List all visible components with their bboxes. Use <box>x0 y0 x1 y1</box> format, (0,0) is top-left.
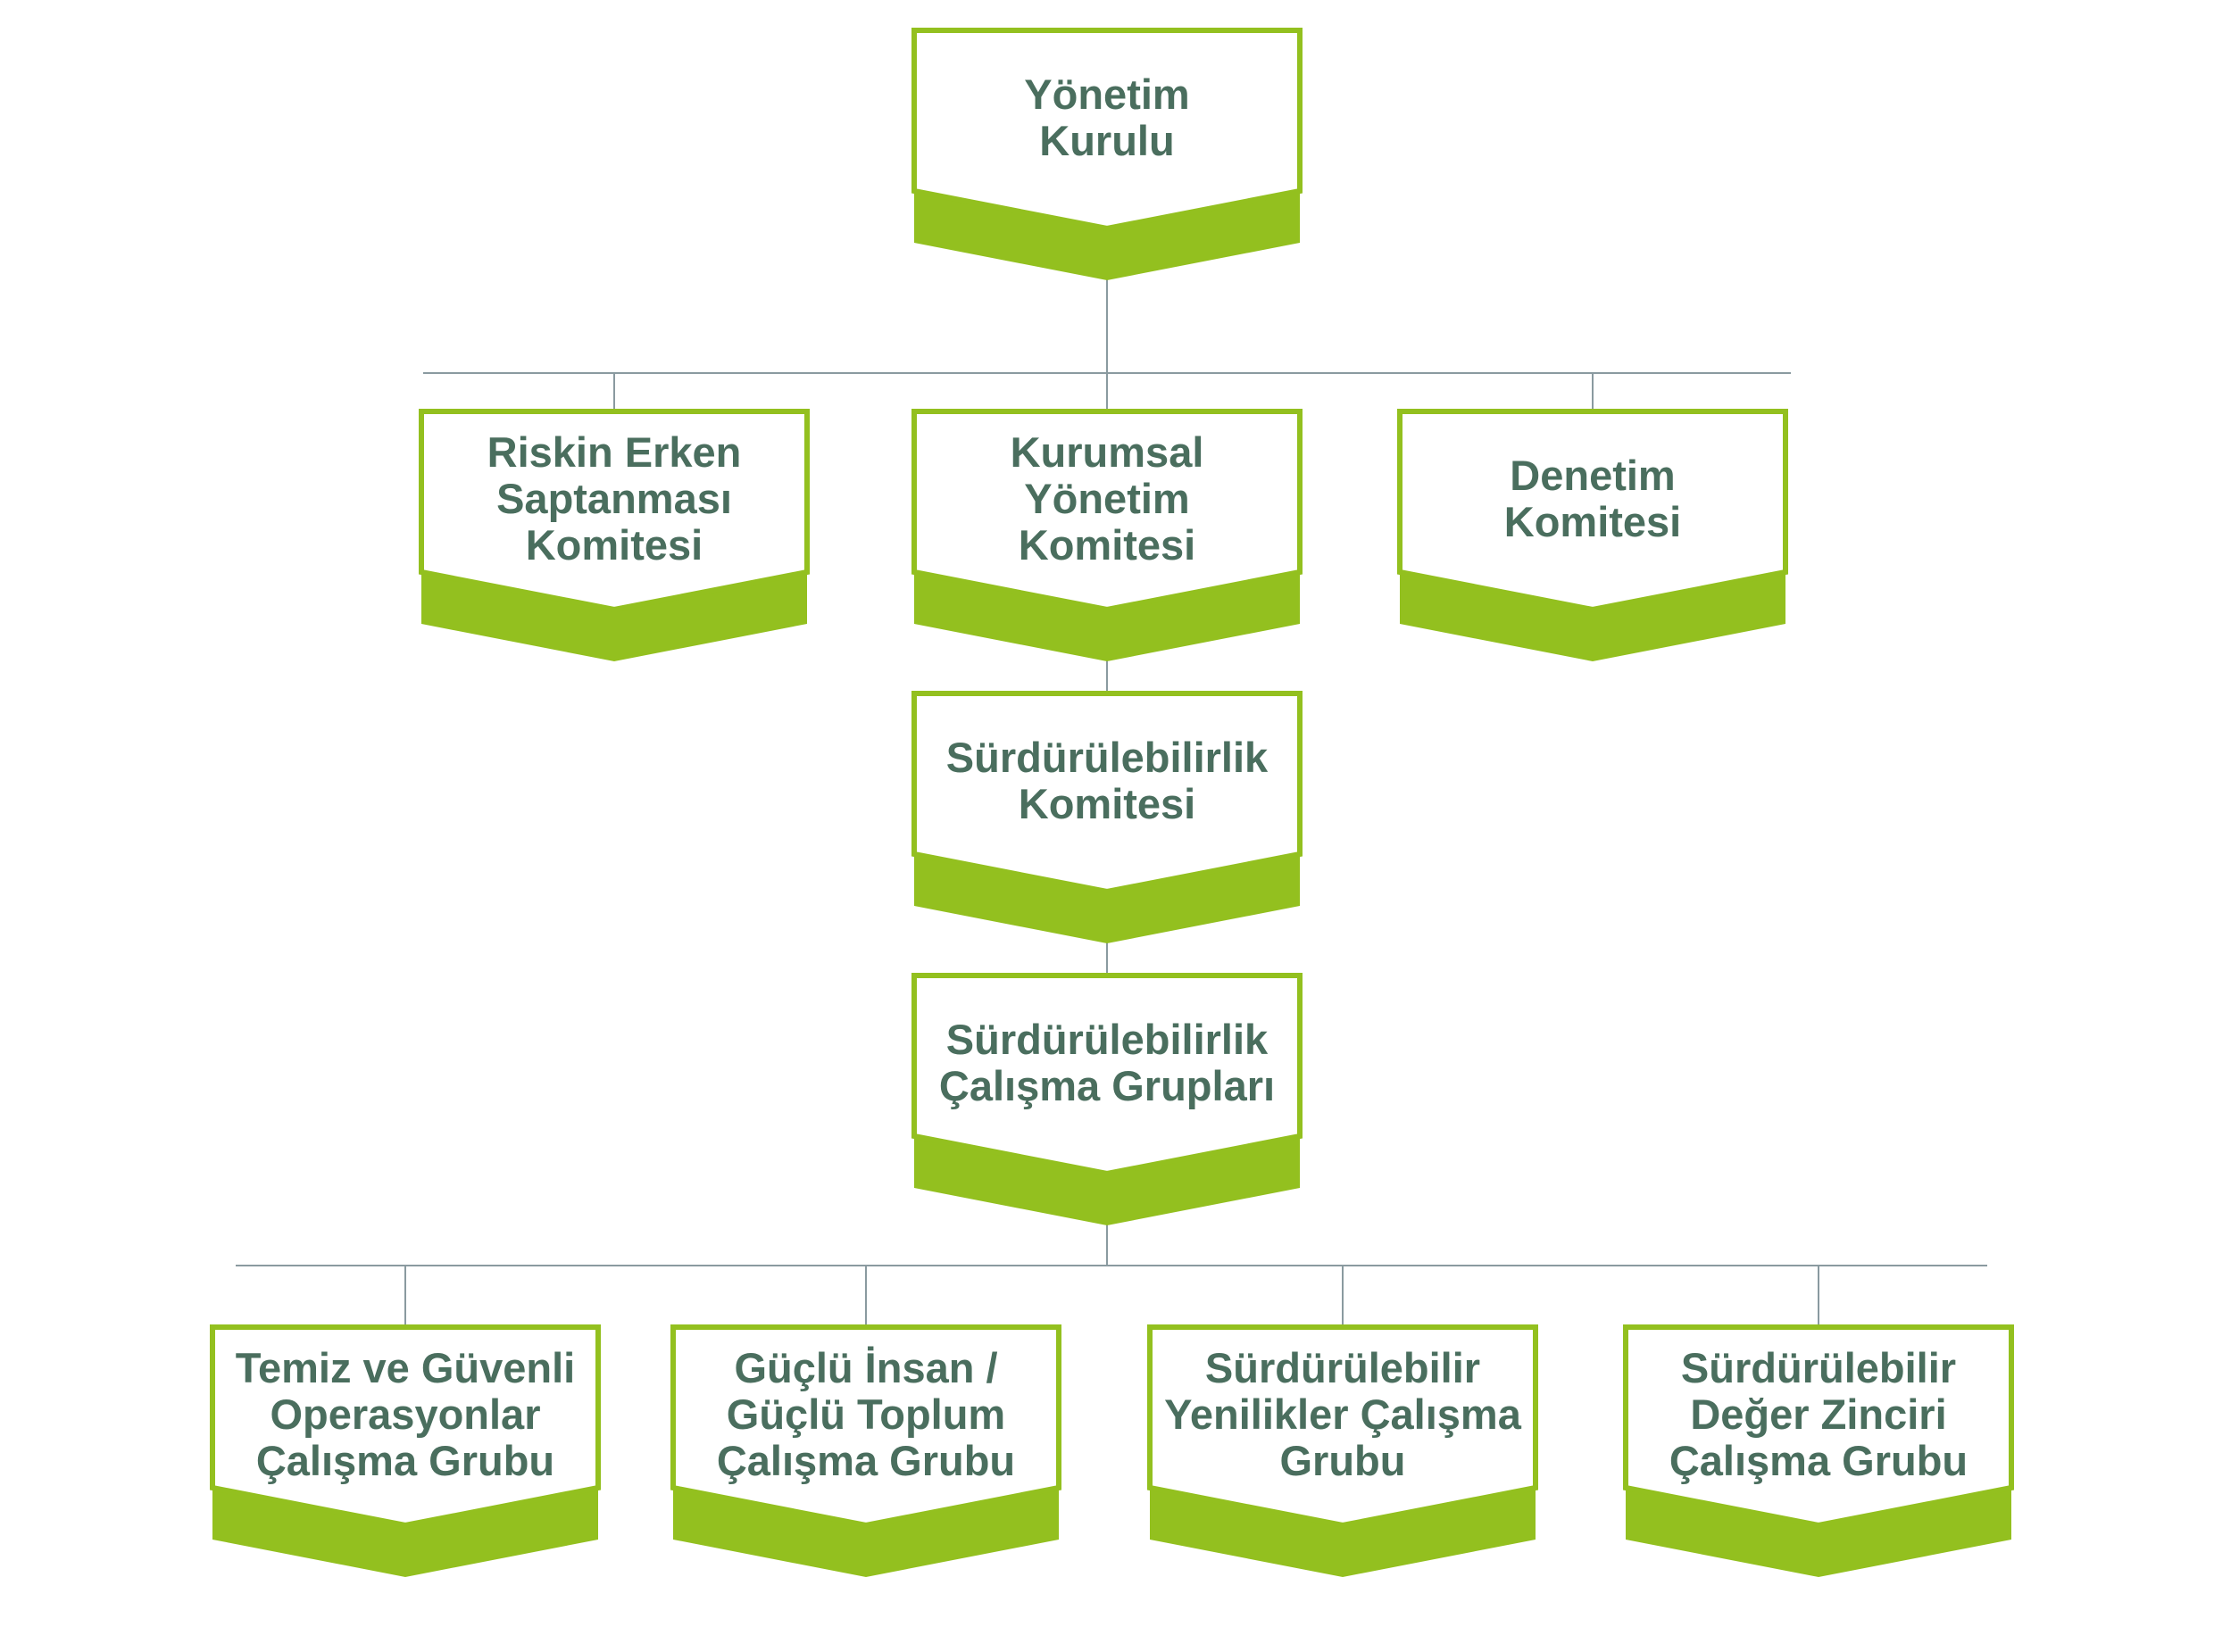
box-body <box>210 1324 601 1529</box>
node-audit-committee: Denetim Komitesi <box>1503 452 1682 545</box>
chevron-band <box>1626 1488 2011 1577</box>
node-shape-governance-committee <box>911 409 1303 661</box>
node-shape-wg-innovation <box>1147 1324 1538 1577</box>
chevron-band <box>673 1488 1059 1577</box>
chevron-band <box>914 191 1300 280</box>
node-shape-wg-society <box>670 1324 1061 1577</box>
chevron-band <box>1400 572 1785 661</box>
chevron-band <box>421 572 807 661</box>
node-shape-sustainability-committee <box>911 691 1303 943</box>
chevron-band <box>1150 1488 1536 1577</box>
box-body <box>1397 409 1788 613</box>
node-wg-operations: Temiz ve Güvenli Operasyonlar Çalışma Gr… <box>235 1344 576 1484</box>
box-body <box>911 409 1303 613</box>
node-shape-wg-value-chain <box>1623 1324 2014 1577</box>
box-body <box>1147 1324 1538 1529</box>
box-body <box>670 1324 1061 1529</box>
node-sustainability-committee: Sürdürülebilirlik Komitesi <box>945 734 1269 827</box>
box-body <box>911 973 1303 1177</box>
node-risk-committee: Riskin Erken Saptanması Komitesi <box>487 428 742 569</box>
box-body <box>911 691 1303 895</box>
node-shape-wg-operations <box>210 1324 601 1577</box>
node-working-groups: Sürdürülebilirlik Çalışma Grupları <box>938 1016 1276 1109</box>
chevron-band <box>914 1136 1300 1225</box>
node-shape-audit-committee <box>1397 409 1788 661</box>
box-body <box>1623 1324 2014 1529</box>
chevron-band <box>212 1488 598 1577</box>
node-shape-working-groups <box>911 973 1303 1225</box>
node-board: Yönetim Kurulu <box>1024 71 1190 164</box>
box-body <box>911 28 1303 232</box>
node-boxes <box>210 28 2014 1577</box>
node-shape-risk-committee <box>419 409 810 661</box>
node-wg-innovation: Sürdürülebilir Yenilikler Çalışma Grubu <box>1164 1344 1521 1484</box>
node-governance-committee: Kurumsal Yönetim Komitesi <box>1010 428 1204 569</box>
node-wg-society: Güçlü İnsan / Güçlü Toplum Çalışma Grubu <box>716 1344 1016 1484</box>
node-shape-board <box>911 28 1303 280</box>
chevron-band <box>914 572 1300 661</box>
node-wg-value-chain: Sürdürülebilir Değer Zinciri Çalışma Gru… <box>1669 1344 1968 1484</box>
chevron-band <box>914 854 1300 943</box>
box-body <box>419 409 810 613</box>
